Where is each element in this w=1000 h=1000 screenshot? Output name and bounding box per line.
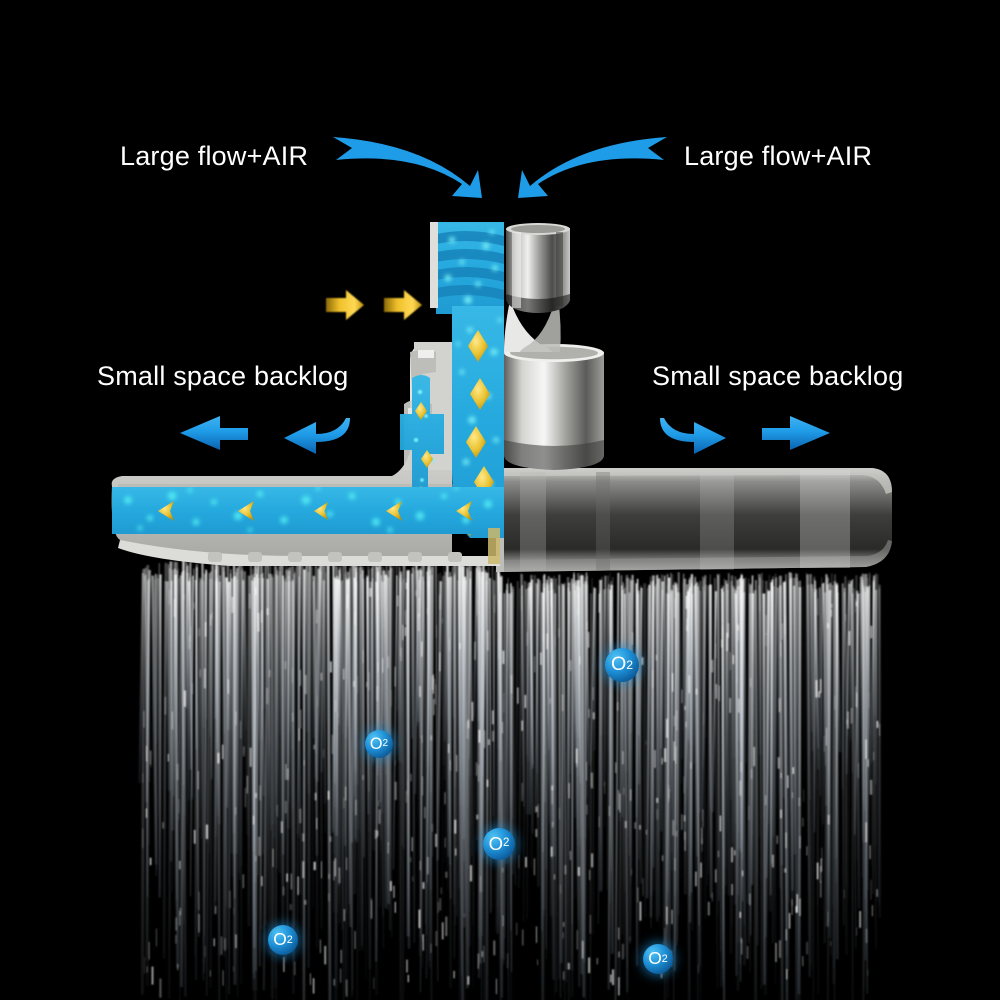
gold-arrow-1 bbox=[326, 290, 364, 320]
label-large-flow-air-right: Large flow+AIR bbox=[684, 141, 873, 171]
plenum-flow-arrows bbox=[158, 501, 472, 521]
backlog-arrow-left-straight bbox=[180, 416, 248, 450]
backlog-arrow-right-curved bbox=[660, 418, 726, 454]
label-small-space-backlog-right: Small space backlog bbox=[652, 361, 904, 391]
o2-bubble-o: O bbox=[488, 832, 504, 854]
o2-bubble-subscript: 2 bbox=[286, 933, 293, 946]
o2-bubble-subscript: 2 bbox=[503, 837, 510, 850]
o2-bubble-subscript: 2 bbox=[382, 737, 389, 749]
nozzle-end-cap bbox=[488, 528, 500, 564]
o2-bubble-o: O bbox=[273, 929, 287, 950]
large-flow-air-arrow-right bbox=[518, 137, 667, 198]
o2-bubble-subscript: 2 bbox=[626, 657, 634, 672]
inlet-water bbox=[436, 222, 504, 314]
showerhead-disc-right bbox=[500, 468, 892, 572]
inlet-wall bbox=[430, 222, 438, 308]
label-large-flow-air-left: Large flow+AIR bbox=[120, 141, 309, 171]
backlog-arrow-right-straight bbox=[762, 416, 830, 450]
plenum-water bbox=[112, 487, 504, 534]
o2-bubble-o: O bbox=[610, 653, 627, 676]
gold-arrow-2 bbox=[384, 290, 422, 320]
nozzle-row bbox=[118, 528, 500, 566]
chrome-connector-right bbox=[504, 223, 604, 470]
large-flow-air-arrow-left bbox=[333, 137, 482, 198]
o2-bubble-subscript: 2 bbox=[661, 952, 668, 965]
o2-bubble-o: O bbox=[648, 948, 662, 969]
o2-bubble-o: O bbox=[369, 734, 383, 753]
label-small-space-backlog-left: Small space backlog bbox=[97, 361, 349, 391]
backlog-arrow-left-curved bbox=[284, 418, 350, 454]
